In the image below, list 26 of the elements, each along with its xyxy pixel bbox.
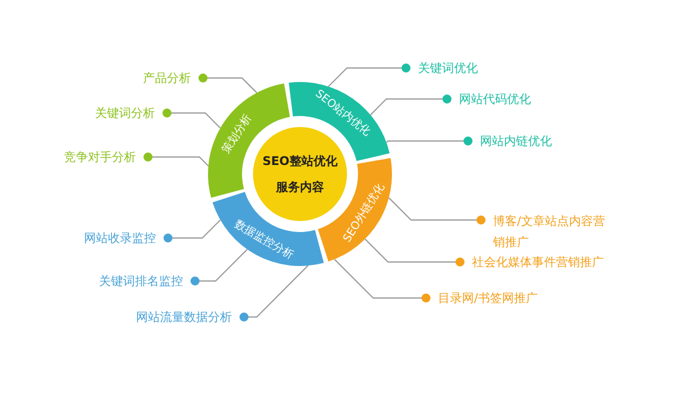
leader-label: 网站流量数据分析 <box>136 308 244 326</box>
leader-label: 关键词优化 <box>406 59 478 77</box>
leader-line <box>198 74 258 94</box>
leader-label: 网站收录监控 <box>84 229 168 247</box>
leader-line <box>164 220 221 242</box>
leader-line <box>334 258 430 302</box>
leader-label: 关键词分析 <box>95 104 167 122</box>
leader-line <box>190 248 248 286</box>
leader-label: 竞争对手分析 <box>64 148 148 166</box>
leader-line <box>162 108 221 128</box>
center-circle: SEO整站优化服务内容 <box>253 127 347 221</box>
leader-line <box>144 152 209 166</box>
leader-label: 网站代码优化 <box>447 90 531 108</box>
leader-line <box>364 238 464 266</box>
leader-label: 关键词排名监控 <box>99 272 195 290</box>
leader-line <box>240 265 308 322</box>
leader-line <box>386 136 472 146</box>
leader-label: 网站内链优化 <box>468 132 552 150</box>
leader-line <box>388 197 486 224</box>
leader-label: 社会化媒体事件营销推广 <box>460 253 604 271</box>
leader-label: 目录网/书签网推广 <box>426 289 538 307</box>
segment-title: 策划分析 <box>218 111 255 156</box>
leader-label: 产品分析 <box>143 69 203 87</box>
leader-line <box>328 64 410 87</box>
leader-label: 博客/文章站点内容营销推广 <box>481 211 613 253</box>
leader-line <box>370 94 452 116</box>
